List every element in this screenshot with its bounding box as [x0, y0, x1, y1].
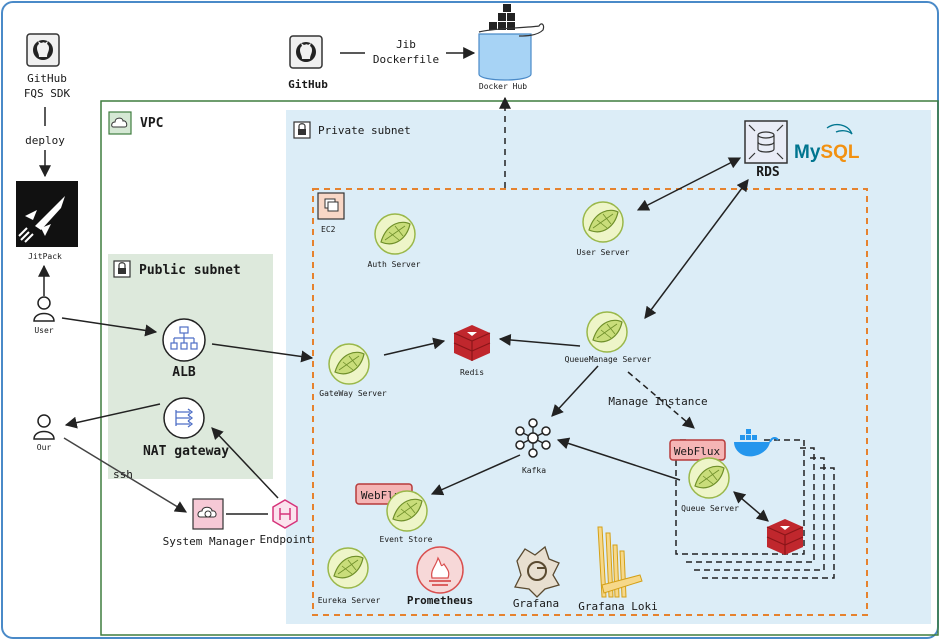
endpoint-label: Endpoint [260, 533, 313, 546]
queuemanage-rds-arrow [644, 179, 749, 319]
grafana-loki-icon [597, 526, 643, 598]
queuemanage-to-redis-arrow [498, 333, 581, 347]
dockerhub-icon [478, 4, 545, 81]
ssh-arrow [63, 437, 188, 513]
ec2-label: EC2 [321, 225, 336, 234]
grafana-label: Grafana [513, 597, 559, 610]
ec2-icon [317, 192, 345, 220]
gateway-server-icon [328, 343, 370, 385]
public-subnet [108, 254, 273, 479]
queue-stack-layer-3 [700, 467, 835, 579]
github-sdk-label-2: FQS SDK [24, 87, 71, 100]
public-subnet-lock-icon [113, 260, 131, 278]
vpc-boundary [100, 100, 939, 636]
queue-webflux-badge [669, 439, 726, 461]
queuemanage-to-kafka-arrow [551, 365, 599, 417]
prometheus-icon [416, 546, 464, 594]
kafka-to-eventstore-arrow [430, 454, 521, 496]
event-store-icon [386, 490, 428, 532]
queue-stack-layer-1 [684, 447, 815, 563]
private-subnet-label: Private subnet [318, 124, 411, 137]
queue-server-label: Queue Server [681, 504, 739, 513]
deploy-label: deploy [25, 134, 65, 147]
queue-manage-server-icon [586, 311, 628, 353]
manage-instance-label: Manage Instance [608, 395, 707, 408]
nat-gateway-label: NAT gateway [143, 444, 229, 459]
queue-stack-layer-2 [692, 457, 825, 571]
auth-server-label: Auth Server [368, 260, 421, 269]
auth-server-icon [374, 213, 416, 255]
endpoint-icon [272, 499, 298, 529]
user-server-icon [582, 201, 624, 243]
github-label: GitHub [288, 78, 328, 91]
manage-instance-arrow [627, 371, 695, 429]
rds-icon [744, 120, 788, 164]
eureka-server-icon [327, 547, 369, 589]
user-server-label: User Server [577, 248, 630, 257]
prometheus-label: Prometheus [407, 594, 473, 607]
alb-icon [162, 318, 206, 362]
our-label: Our [37, 443, 52, 452]
redis-label: Redis [460, 368, 484, 377]
user-to-alb-arrow [61, 317, 158, 337]
event-store-label: Event Store [380, 535, 433, 544]
queue-webflux-label: WebFlux [674, 445, 721, 458]
docker-icon [734, 429, 779, 457]
github-icon [289, 35, 323, 69]
vpc-cloud-icon [108, 111, 132, 135]
rds-label: RDS [756, 165, 780, 180]
vpc-label: VPC [140, 116, 163, 131]
jitpack-label: JitPack [28, 252, 62, 261]
user-icon [33, 296, 55, 322]
queue-manage-server-label: QueueManage Server [565, 355, 652, 364]
jib-label: Jib [396, 38, 416, 51]
eureka-server-label: Eureka Server [318, 596, 381, 605]
github-sdk-label-1: GitHub [27, 72, 67, 85]
system-manager-icon [192, 498, 224, 530]
queue-server-group [675, 439, 805, 555]
grafana-loki-label: Grafana Loki [578, 600, 657, 613]
kafka-icon [515, 418, 551, 458]
dockerhub-label: Docker Hub [479, 82, 527, 91]
dockerfile-label: Dockerfile [373, 53, 439, 66]
queueserver-to-kafka-arrow [556, 437, 681, 481]
alb-label: ALB [172, 365, 196, 380]
mysql-logo: MySQL [794, 142, 860, 163]
our-icon [33, 414, 55, 440]
mysql-dolphin-icon [826, 123, 853, 135]
endpoint-to-nat-arrow [211, 427, 279, 499]
system-manager-label: System Manager [163, 535, 256, 548]
nat-gateway-icon [163, 397, 205, 439]
grafana-icon [514, 545, 560, 598]
user-label: User [34, 326, 53, 335]
queueserver-redis-arrow [733, 491, 769, 522]
public-subnet-label: Public subnet [139, 263, 241, 278]
queue-server-icon [688, 457, 730, 499]
github-sdk-icon [26, 33, 60, 67]
jitpack-icon [16, 181, 78, 247]
alb-to-gateway-arrow [211, 343, 314, 363]
kafka-label: Kafka [522, 466, 546, 475]
gateway-to-redis-arrow [383, 337, 446, 356]
ec2-boundary [312, 188, 868, 616]
gateway-server-label: GateWay Server [319, 389, 387, 398]
private-subnet-lock-icon [293, 121, 311, 139]
nat-to-our-arrow [64, 403, 161, 429]
